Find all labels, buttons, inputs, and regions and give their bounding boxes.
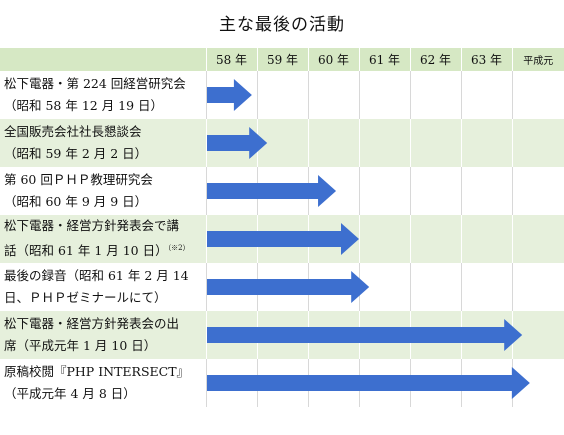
activity-row: 松下電器・経営方針発表会で講話（昭和 61 年 1 月 10 日）（※2） bbox=[0, 215, 564, 263]
year-header-63: 63 年 bbox=[460, 48, 512, 71]
year-cell bbox=[307, 263, 359, 311]
activity-label-line1: 松下電器・経営方針発表会の出 bbox=[4, 316, 180, 331]
year-cell bbox=[358, 359, 410, 407]
year-cell bbox=[205, 167, 257, 215]
year-header-59: 59 年 bbox=[256, 48, 308, 71]
footnote-marker: （※2） bbox=[167, 244, 190, 253]
year-cell bbox=[205, 71, 257, 119]
activity-label-line2: （昭和 60 年 9 月 9 日） bbox=[4, 191, 206, 213]
year-cell bbox=[460, 359, 512, 407]
activity-date-text: （平成元年 4 月 8 日） bbox=[4, 386, 136, 401]
activity-row: 第 60 回ＰＨＰ教理研究会 （昭和 60 年 9 月 9 日） bbox=[0, 167, 564, 215]
year-cell bbox=[358, 71, 410, 119]
year-cell bbox=[205, 215, 257, 263]
year-header-62: 62 年 bbox=[409, 48, 461, 71]
year-cell bbox=[409, 119, 461, 167]
activity-label-line1: 松下電器・経営方針発表会で講 bbox=[4, 218, 180, 234]
activity-label-line2: 席（平成元年 1 月 10 日） bbox=[4, 335, 206, 357]
year-cell bbox=[460, 311, 512, 359]
year-cell bbox=[460, 119, 512, 167]
year-cell bbox=[307, 119, 359, 167]
year-header-row: 58 年 59 年 60 年 61 年 62 年 63 年 平成元 bbox=[0, 48, 564, 71]
year-cell bbox=[256, 71, 308, 119]
activity-date-text: 話（昭和 61 年 1 月 10 日） bbox=[4, 243, 168, 259]
activity-label-line1: 原稿校閲『PHP INTERSECT』 bbox=[4, 364, 190, 379]
activity-label-line1: 最後の録音（昭和 61 年 2 月 14 bbox=[4, 268, 189, 283]
year-cell bbox=[205, 119, 257, 167]
year-cell bbox=[511, 71, 564, 119]
activity-row: 松下電器・経営方針発表会の出席（平成元年 1 月 10 日） bbox=[0, 311, 564, 359]
year-cell bbox=[511, 263, 564, 311]
activity-label-line1: 第 60 回ＰＨＰ教理研究会 bbox=[4, 172, 153, 187]
year-cell bbox=[511, 119, 564, 167]
year-header-61: 61 年 bbox=[358, 48, 410, 71]
activity-label: 松下電器・経営方針発表会の出席（平成元年 1 月 10 日） bbox=[0, 311, 206, 359]
year-header-heisei: 平成元 bbox=[511, 48, 564, 71]
year-cell bbox=[358, 167, 410, 215]
chart-title: 主な最後の活動 bbox=[219, 15, 345, 35]
year-cell bbox=[460, 215, 512, 263]
activity-row: 全国販売会社社長懇談会 （昭和 59 年 2 月 2 日） bbox=[0, 119, 564, 167]
year-cell bbox=[307, 71, 359, 119]
activity-date-text: 席（平成元年 1 月 10 日） bbox=[4, 338, 157, 353]
year-cell bbox=[511, 311, 564, 359]
year-cell bbox=[409, 215, 461, 263]
header-corner bbox=[0, 48, 206, 71]
year-cell bbox=[358, 119, 410, 167]
activity-label-line2: 日、ＰＨＰゼミナールにて） bbox=[4, 287, 206, 309]
year-header-60: 60 年 bbox=[307, 48, 359, 71]
activity-label: 最後の録音（昭和 61 年 2 月 14 日、ＰＨＰゼミナールにて） bbox=[0, 263, 206, 311]
activity-label-line1: 松下電器・第 224 回経営研究会 bbox=[4, 76, 186, 91]
activity-label-line2: 話（昭和 61 年 1 月 10 日）（※2） bbox=[4, 237, 206, 262]
activity-label-line2: （昭和 58 年 12 月 19 日） bbox=[4, 95, 206, 117]
year-cell bbox=[460, 71, 512, 119]
activity-date-text: （昭和 60 年 9 月 9 日） bbox=[4, 194, 148, 209]
year-cell bbox=[256, 263, 308, 311]
year-header-58: 58 年 bbox=[205, 48, 257, 71]
year-cell bbox=[460, 167, 512, 215]
year-cell bbox=[358, 215, 410, 263]
activity-timeline-table: 58 年 59 年 60 年 61 年 62 年 63 年 平成元 松下電器・第… bbox=[0, 48, 564, 407]
activity-label-line1: 全国販売会社社長懇談会 bbox=[4, 124, 142, 139]
activity-label: 全国販売会社社長懇談会 （昭和 59 年 2 月 2 日） bbox=[0, 119, 206, 167]
year-cell bbox=[511, 215, 564, 263]
activity-label: 原稿校閲『PHP INTERSECT』 （平成元年 4 月 8 日） bbox=[0, 359, 206, 407]
year-cell bbox=[409, 71, 461, 119]
year-cell bbox=[256, 119, 308, 167]
year-cell bbox=[409, 311, 461, 359]
year-cell bbox=[205, 359, 257, 407]
year-cell bbox=[205, 311, 257, 359]
year-cell bbox=[511, 167, 564, 215]
year-cell bbox=[409, 263, 461, 311]
activity-label: 第 60 回ＰＨＰ教理研究会 （昭和 60 年 9 月 9 日） bbox=[0, 167, 206, 215]
activity-row: 最後の録音（昭和 61 年 2 月 14 日、ＰＨＰゼミナールにて） bbox=[0, 263, 564, 311]
year-cell bbox=[256, 359, 308, 407]
year-cell bbox=[358, 263, 410, 311]
year-cell bbox=[307, 359, 359, 407]
year-cell bbox=[409, 167, 461, 215]
year-cell bbox=[205, 263, 257, 311]
activity-date-text: 日、ＰＨＰゼミナールにて） bbox=[4, 290, 167, 305]
year-cell bbox=[409, 359, 461, 407]
year-cell bbox=[307, 215, 359, 263]
year-cell bbox=[256, 215, 308, 263]
year-cell bbox=[307, 311, 359, 359]
activity-label-line2: （平成元年 4 月 8 日） bbox=[4, 383, 206, 405]
activity-date-text: （昭和 59 年 2 月 2 日） bbox=[4, 146, 148, 161]
year-cell bbox=[460, 263, 512, 311]
year-cell bbox=[358, 311, 410, 359]
activity-label: 松下電器・第 224 回経営研究会 （昭和 58 年 12 月 19 日） bbox=[0, 71, 206, 119]
year-cell bbox=[307, 167, 359, 215]
year-cell bbox=[256, 311, 308, 359]
year-cell bbox=[256, 167, 308, 215]
activity-row: 松下電器・第 224 回経営研究会 （昭和 58 年 12 月 19 日） bbox=[0, 71, 564, 119]
activity-row: 原稿校閲『PHP INTERSECT』 （平成元年 4 月 8 日） bbox=[0, 359, 564, 407]
activity-label-line2: （昭和 59 年 2 月 2 日） bbox=[4, 143, 206, 165]
activity-label: 松下電器・経営方針発表会で講話（昭和 61 年 1 月 10 日）（※2） bbox=[0, 215, 206, 263]
activity-date-text: （昭和 58 年 12 月 19 日） bbox=[4, 98, 164, 113]
year-cell bbox=[511, 359, 564, 407]
